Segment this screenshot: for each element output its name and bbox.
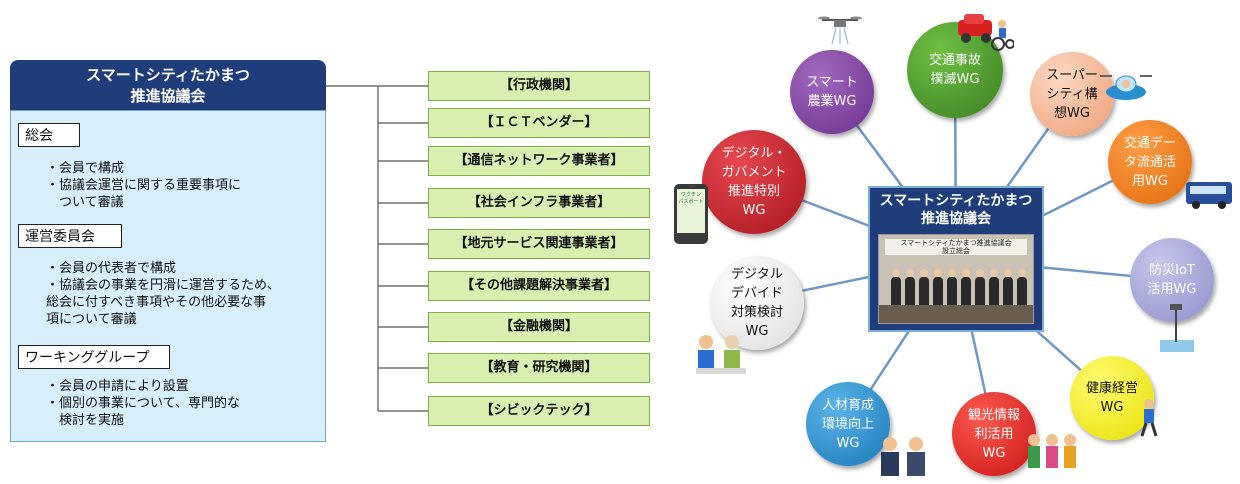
member-box: 【ＩＣＴベンダー】 [428, 108, 650, 138]
org-title: スマートシティたかまつ 推進協議会 [10, 60, 326, 110]
member-box: 【通信ネットワーク事業者】 [428, 146, 650, 176]
photo-banner: スマートシティたかまつ推進協議会 設立総会 [885, 239, 1027, 255]
vaccine-passport-phone-icon: ワクチン パスポート [674, 184, 708, 244]
elderly-with-helper-icon [696, 335, 746, 374]
wg-circle-digital-government: デジタル・ ガバメント 推進特別 WG [702, 130, 806, 234]
member-box: 【シビックテック】 [428, 396, 650, 426]
wg-circle-disaster-iot: 防災IoT 活用WG [1130, 238, 1214, 322]
bus-icon [1186, 182, 1232, 209]
section-label-working-group: ワーキンググループ [18, 345, 170, 369]
car-bicycle-icon [958, 14, 1014, 51]
member-box: 【行政機関】 [428, 71, 650, 101]
meeting-photo: スマートシティたかまつ推進協議会 設立総会 [878, 234, 1034, 324]
business-people-icon [881, 437, 925, 476]
wg-circle-traffic-data: 交通デー タ流通活 用WG [1108, 120, 1192, 204]
wg-circle-hr-development: 人材育成 環境向上 WG [806, 382, 890, 466]
tourists-icon [1028, 434, 1076, 468]
section-text-general-assembly: ・会員で構成 ・協議会運営に関する重要事項に ついて審議 [46, 161, 242, 210]
member-box: 【教育・研究機関】 [428, 353, 650, 383]
member-box: 【金融機関】 [428, 312, 650, 342]
member-box: 【地元サービス関連事業者】 [428, 229, 650, 259]
section-text-working-group: ・会員の申請により設置 ・個別の事業について、専門的な 検討を実施 [46, 379, 240, 428]
hub-council: スマートシティたかまつ 推進協議会 スマートシティたかまつ推進協議会 設立総会 [868, 186, 1044, 332]
org-panel [10, 110, 326, 442]
wg-circle-digital-divide: デジタル デバイド 対策検討 WG [710, 256, 804, 350]
wg-circle-super-city: スーパー シティ構 想WG [1030, 52, 1114, 136]
drone-icon [818, 16, 862, 45]
passport-card-label: ワクチン パスポート [677, 189, 705, 233]
wg-circle-smart-agriculture: スマート 農業WG [790, 50, 874, 134]
flying-car-icon [1100, 75, 1152, 100]
section-label-general-assembly: 総会 [18, 123, 80, 147]
walking-person-icon [1140, 399, 1158, 437]
member-box: 【社会インフラ事業者】 [428, 188, 650, 218]
section-text-steering-committee: ・会員の代表者で構成 ・協議会の事業を円滑に運営するため、 総会に付すべき事項や… [46, 261, 281, 327]
section-label-steering-committee: 運営委員会 [18, 224, 122, 248]
sensor-pole-icon [1160, 304, 1194, 352]
member-box: 【その他課題解決事業者】 [428, 271, 650, 301]
wg-circle-health-management: 健康経営 WG [1070, 356, 1154, 440]
wg-circle-tourism-info: 観光情報 利活用 WG [952, 392, 1036, 476]
hub-title: スマートシティたかまつ 推進協議会 [879, 193, 1033, 227]
